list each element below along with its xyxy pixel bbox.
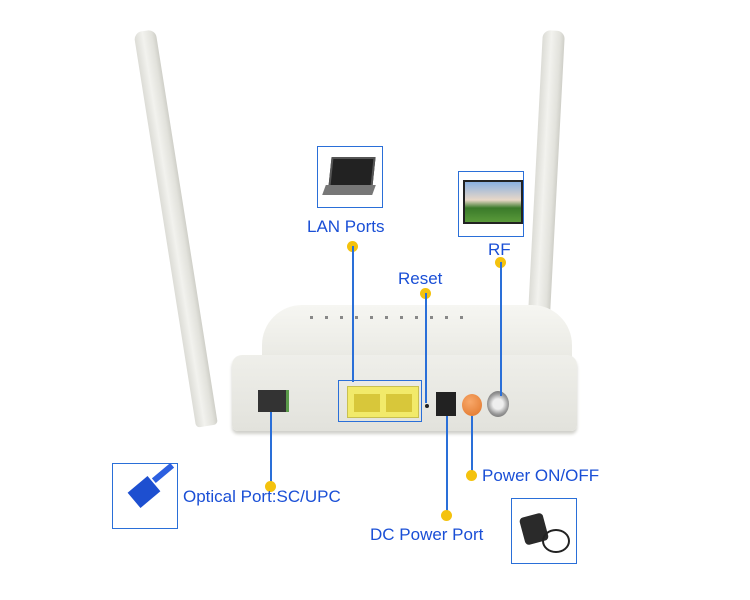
laptop-base [322, 185, 376, 195]
dc-power-dot [441, 510, 452, 521]
optical-leader [270, 412, 272, 484]
fiber-connector-thumbnail [112, 462, 178, 529]
optical-dot [265, 481, 276, 492]
tv-thumbnail [458, 171, 524, 237]
optical-port-label: Optical Port:SC/UPC [183, 487, 341, 506]
adapter-cable [542, 529, 570, 553]
fiber-cable [151, 462, 175, 484]
tv-icon [463, 180, 523, 224]
reset-leader [425, 293, 427, 403]
power-button [462, 394, 482, 416]
lan-ports-label: LAN Ports [307, 217, 385, 236]
power-switch-dot [466, 470, 477, 481]
lan-ports-leader [352, 246, 354, 382]
power-switch-leader [471, 416, 473, 472]
lan-port-2 [386, 394, 412, 412]
lan-ports-highlight [338, 380, 422, 422]
power-switch-label: Power ON/OFF [482, 466, 600, 485]
dc-power-leader [446, 416, 448, 512]
reset-label: Reset [398, 269, 443, 288]
lan-ports [347, 386, 419, 418]
left-antenna [133, 29, 218, 428]
lan-port-1 [354, 394, 380, 412]
rf-label: RF [488, 240, 511, 259]
optical-port [258, 390, 289, 412]
laptop-thumbnail [317, 146, 383, 208]
rf-leader [500, 262, 502, 396]
power-adapter-thumbnail [511, 498, 577, 564]
laptop-icon [328, 157, 376, 187]
led-indicators [310, 316, 470, 319]
rf-connector [487, 391, 509, 417]
dc-power-port-label: DC Power Port [370, 525, 484, 544]
reset-button [425, 404, 429, 408]
dc-power-jack [436, 392, 456, 416]
